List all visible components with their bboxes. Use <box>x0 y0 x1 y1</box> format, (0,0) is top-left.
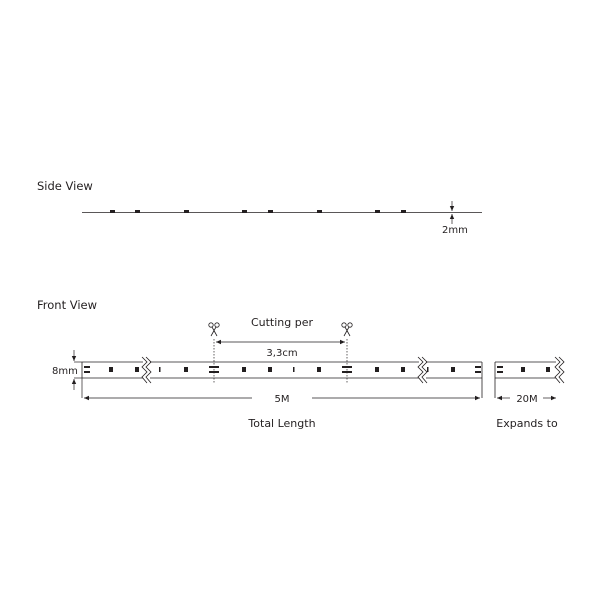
led-chip <box>317 367 321 372</box>
led-chip <box>268 367 272 372</box>
expand-length-value: 20M <box>516 394 537 405</box>
cutting-per-label: Cutting per <box>251 316 314 329</box>
led-chip <box>242 210 247 213</box>
break-line <box>141 356 148 384</box>
total-length-dimension <box>81 378 480 401</box>
led-chip <box>184 210 189 213</box>
strip-segment-3 <box>426 361 483 398</box>
strip-segment-expansion <box>494 356 565 398</box>
break-line <box>558 356 565 384</box>
cut-interval-label: 3,3cm <box>266 348 297 359</box>
led-chip <box>521 367 525 372</box>
led-chip <box>242 367 246 372</box>
strip-segment-2 <box>150 356 428 384</box>
led-chip <box>401 210 406 213</box>
led-chip <box>317 210 322 213</box>
front-view-title: Front View <box>37 298 97 312</box>
side-view-title: Side View <box>37 179 93 193</box>
solder-pad <box>497 371 503 373</box>
break-line <box>417 356 424 384</box>
led-chip <box>546 367 550 372</box>
led-chip <box>401 367 405 372</box>
led-chip <box>135 210 140 213</box>
break-line <box>145 356 152 384</box>
solder-pad <box>84 371 90 373</box>
break-line <box>421 356 428 384</box>
expands-to-label: Expands to <box>496 417 558 430</box>
resistor <box>159 367 161 372</box>
solder-pad <box>475 371 481 373</box>
led-chip <box>375 367 379 372</box>
solder-pad <box>84 366 90 368</box>
led-chip <box>184 367 188 372</box>
solder-pad <box>475 366 481 368</box>
led-chip <box>375 210 380 213</box>
led-chip <box>110 210 115 213</box>
scissors-icon <box>341 322 353 337</box>
resistor <box>293 367 295 372</box>
strip-segment-1 <box>81 356 152 384</box>
resistor <box>427 367 429 372</box>
side-view: Side View 2mm <box>37 179 482 236</box>
side-view-leds <box>110 210 406 213</box>
led-chip <box>268 210 273 213</box>
cut-lines <box>213 339 348 384</box>
width-label: 8mm <box>52 366 78 377</box>
solder-pad <box>497 366 503 368</box>
width-dimension <box>71 350 82 390</box>
total-length-value: 5M <box>275 394 290 405</box>
led-chip <box>109 367 113 372</box>
break-line <box>554 356 561 384</box>
thickness-label: 2mm <box>442 225 468 236</box>
led-chip <box>135 367 139 372</box>
total-length-label: Total Length <box>247 417 315 430</box>
led-chip <box>451 367 455 372</box>
scissors-icon <box>208 322 220 337</box>
front-view: Front View 8mm <box>37 298 565 430</box>
front-view-leds <box>84 366 550 373</box>
